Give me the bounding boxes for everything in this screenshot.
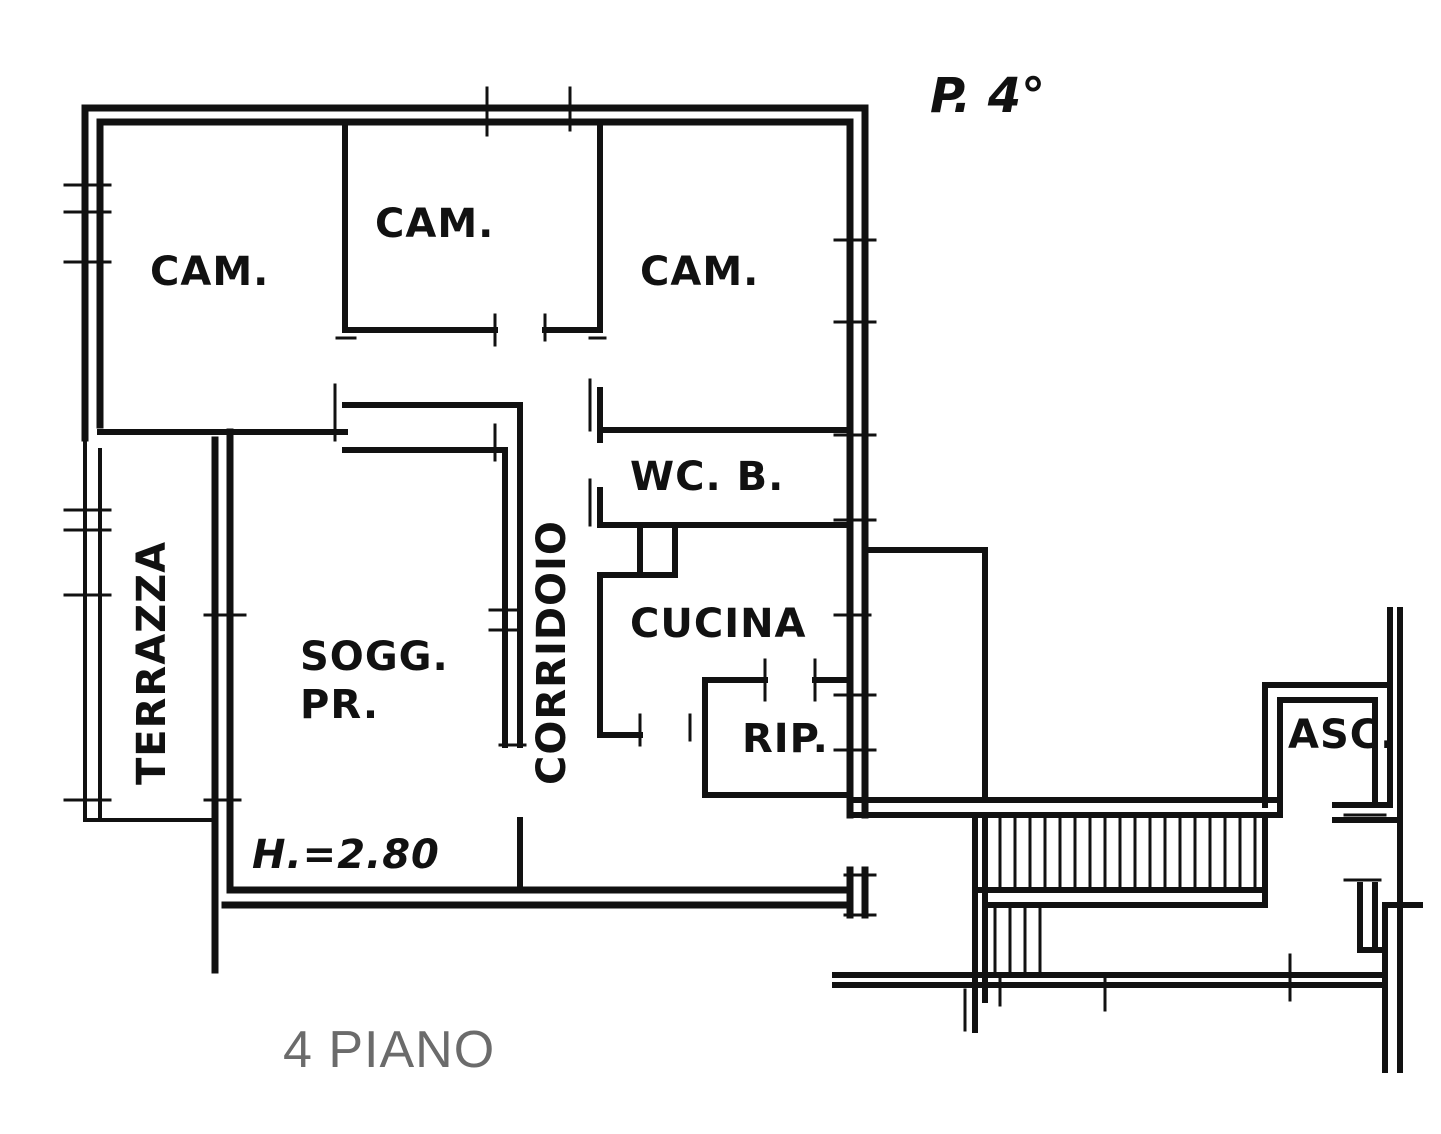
room-label-soggiorno: SOGG. bbox=[300, 634, 449, 680]
exterior-walls bbox=[81, 104, 869, 974]
stair-area bbox=[832, 547, 1388, 1033]
room-label-terrazza: TERRAZZA bbox=[129, 541, 175, 785]
interior-walls bbox=[97, 119, 853, 893]
ceiling-height-label: H.=2.80 bbox=[252, 832, 440, 878]
window-ticks bbox=[63, 86, 1387, 1032]
room-label-ascensore: ASC. bbox=[1288, 712, 1396, 758]
room-label-corridoio: CORRIDOIO bbox=[529, 520, 575, 785]
floor-marker: P. 4° bbox=[930, 68, 1045, 124]
room-label-cucina: CUCINA bbox=[630, 601, 807, 647]
room-label-wc: WC. B. bbox=[630, 454, 784, 500]
floor-caption: 4 PIANO bbox=[283, 1021, 496, 1079]
stair-treads bbox=[993, 813, 1257, 977]
room-label-cam-center: CAM. bbox=[375, 201, 494, 247]
room-label-cam-right: CAM. bbox=[640, 249, 759, 295]
elevator-shaft bbox=[1262, 607, 1423, 1073]
room-label-cam-left: CAM. bbox=[150, 249, 269, 295]
terrace-outline bbox=[83, 436, 217, 822]
room-label-soggiorno-pr: PR. bbox=[300, 682, 379, 728]
room-label-ripostiglio: RIP. bbox=[742, 716, 829, 762]
